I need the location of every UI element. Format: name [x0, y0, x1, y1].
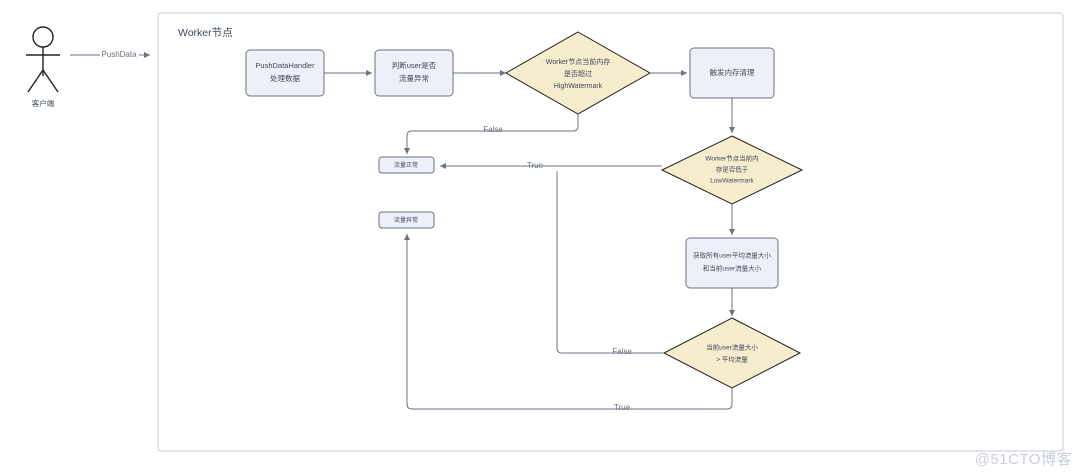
node-trigger-memory-clean-line-0: 触发内存清理: [710, 67, 755, 77]
edge-label-pushdata: PushData: [101, 50, 137, 59]
edge-label-high-false: False: [483, 125, 503, 134]
node-push-data-handler-line-0: PushDataHandler: [255, 61, 315, 70]
node-judge-user-traffic-line-0: 判断user是否: [392, 60, 437, 70]
node-judge-user-traffic-line-1: 流量异常: [399, 73, 429, 83]
node-push-data-handler-line-1: 处理数据: [270, 73, 300, 83]
node-high-watermark-decision[interactable]: Worker节点当前内存 是否超过 HighWatermark: [504, 31, 652, 115]
node-traffic-normal-label: 流量正常: [394, 161, 418, 169]
worker-lane-title: Worker节点: [178, 27, 233, 39]
edge-compare-true-to-traffic-abnormal: True: [404, 234, 733, 412]
edge-label-compare-true: True: [614, 403, 631, 412]
actor-label: 客户端: [32, 98, 55, 108]
node-traffic-abnormal[interactable]: 流量异常: [378, 211, 435, 229]
edge-label-low-true: True: [527, 161, 544, 170]
node-traffic-abnormal-label: 流量异常: [394, 216, 418, 224]
node-low-watermark-line-1: 存是否低于: [716, 165, 749, 174]
node-high-watermark-line-1: 是否超过: [564, 69, 592, 78]
node-trigger-memory-clean[interactable]: 触发内存清理: [689, 47, 775, 99]
node-get-average-traffic-line-0: 获取所有user平均流量大小: [693, 251, 771, 260]
node-high-watermark-line-2: HighWatermark: [554, 83, 603, 90]
edge-compare-false-to-traffic-normal: False: [556, 171, 664, 356]
site-watermark: @51CTO博客: [974, 451, 1072, 468]
edge-label-compare-false: False: [612, 347, 632, 356]
node-high-watermark-line-0: Worker节点当前内存: [546, 57, 610, 66]
worker-lane-container: [157, 12, 1064, 452]
node-get-average-traffic[interactable]: 获取所有user平均流量大小 和当前user流量大小: [685, 237, 779, 289]
node-get-average-traffic-line-1: 和当前user流量大小: [703, 264, 762, 273]
edge-high-false-to-traffic-normal: False: [404, 114, 579, 154]
node-low-watermark-line-0: Worker节点当前内: [705, 154, 758, 163]
node-compare-average-line-0: 当前user流量大小: [706, 343, 758, 352]
edge-low-true-to-traffic-normal: True: [440, 161, 662, 170]
node-judge-user-traffic[interactable]: 判断user是否 流量异常: [374, 49, 454, 97]
edge-actor-to-handler: PushData: [70, 50, 150, 59]
node-traffic-normal[interactable]: 流量正常: [378, 156, 435, 174]
node-low-watermark-line-2: LowWatermark: [710, 178, 754, 185]
actor-client: 客户端: [26, 26, 60, 108]
node-compare-average-line-1: > 平均流量: [716, 355, 748, 364]
node-push-data-handler[interactable]: PushDataHandler 处理数据: [245, 49, 325, 97]
